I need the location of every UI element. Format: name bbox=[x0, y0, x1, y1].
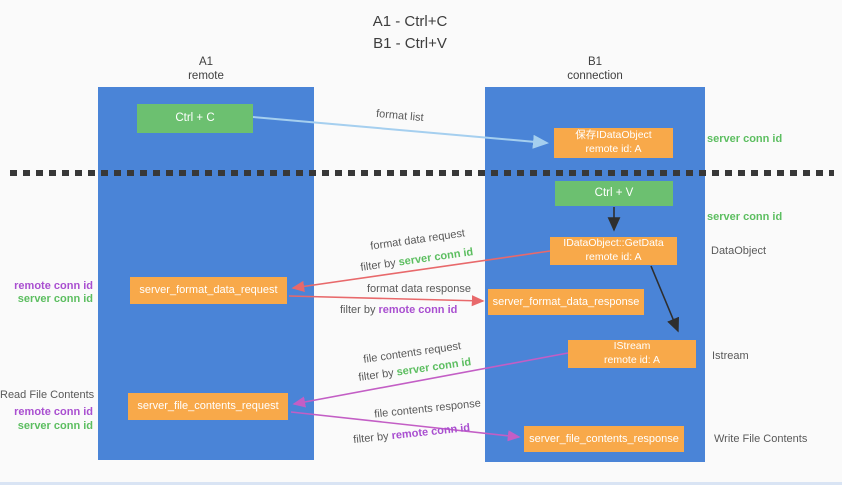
server-format-data-request-label: server_format_data_request bbox=[139, 284, 278, 297]
filter-by-remote-conn-id-label-1: filter by remote conn id bbox=[340, 304, 457, 316]
getdata-line1: IDataObject::GetData bbox=[563, 237, 664, 250]
read-file-contents-label: Read File Contents bbox=[0, 389, 95, 401]
server-file-contents-response-box: server_file_contents_response bbox=[524, 426, 684, 452]
remote-conn-id-label-top: remote conn id bbox=[14, 280, 93, 292]
server-file-contents-response-label: server_file_contents_response bbox=[529, 432, 679, 445]
format-data-response-label: format data response bbox=[367, 283, 471, 295]
server-conn-id-label-top: server conn id bbox=[707, 133, 783, 145]
ctrl-v-label: Ctrl + V bbox=[594, 187, 634, 200]
format-list-label: format list bbox=[375, 107, 425, 125]
filter-by-keyword: server conn id bbox=[397, 246, 475, 269]
title-line-1: A1 - Ctrl+C bbox=[372, 13, 448, 30]
format-data-response-arrow bbox=[288, 295, 485, 307]
right-column-header: B1 connection bbox=[485, 55, 705, 84]
ctrl-c-label: Ctrl + C bbox=[175, 112, 215, 125]
filter-by-prefix: filter by bbox=[357, 366, 398, 384]
server-format-data-response-box: server_format_data_response bbox=[488, 289, 644, 315]
write-file-contents-label: Write File Contents bbox=[714, 433, 808, 445]
diagram-title: A1 - Ctrl+C B1 - Ctrl+V bbox=[310, 11, 510, 55]
phase-divider-dotted-line bbox=[10, 170, 834, 176]
remote-conn-id-label-bottom: remote conn id bbox=[14, 406, 93, 418]
server-conn-id-label-left-top: server conn id bbox=[17, 293, 93, 305]
save-idataobject-line2: remote id: A bbox=[585, 143, 642, 155]
title-line-2: B1 - Ctrl+V bbox=[373, 34, 447, 52]
save-idataobject-line1: 保存IDataObject bbox=[575, 129, 652, 142]
istream-side-label: Istream bbox=[712, 350, 749, 362]
getdata-line2: remote id: A bbox=[585, 251, 642, 263]
server-file-contents-request-label: server_file_contents_request bbox=[137, 400, 279, 413]
right-column-subtitle: connection bbox=[567, 70, 623, 83]
dataobject-label: DataObject bbox=[711, 245, 767, 257]
ctrl-v-keypress-box: Ctrl + V bbox=[555, 181, 673, 206]
right-column-title: B1 bbox=[587, 56, 603, 68]
filter-by-prefix: filter by bbox=[359, 256, 400, 274]
bottom-edge-strip bbox=[0, 482, 842, 485]
filter-by-remote-conn-id-label-2: filter by remote conn id bbox=[353, 422, 471, 446]
filter-by-keyword: remote conn id bbox=[390, 421, 471, 443]
idataobject-getdata-box: IDataObject::GetData remote id: A bbox=[550, 237, 677, 265]
left-column-subtitle: remote bbox=[188, 70, 224, 83]
filter-by-prefix: filter by bbox=[352, 430, 393, 447]
server-conn-id-label-left-bottom: server conn id bbox=[17, 420, 93, 432]
server-file-contents-request-box: server_file_contents_request bbox=[128, 393, 288, 420]
server-format-data-request-box: server_format_data_request bbox=[130, 277, 287, 304]
filter-by-prefix: filter by bbox=[340, 304, 379, 316]
left-column-header: A1 remote bbox=[98, 55, 314, 84]
save-idataobject-box: 保存IDataObject remote id: A bbox=[554, 128, 673, 158]
istream-box: IStream remote id: A bbox=[568, 340, 696, 368]
file-contents-response-label: file contents response bbox=[373, 397, 482, 421]
left-column-title: A1 bbox=[198, 56, 214, 68]
istream-line1: IStream bbox=[613, 340, 651, 353]
server-conn-id-label-mid: server conn id bbox=[707, 211, 783, 223]
filter-by-keyword: remote conn id bbox=[378, 304, 458, 316]
server-format-data-response-label: server_format_data_response bbox=[492, 295, 640, 308]
istream-line2: remote id: A bbox=[603, 354, 661, 366]
ctrl-c-keypress-box: Ctrl + C bbox=[137, 104, 253, 133]
